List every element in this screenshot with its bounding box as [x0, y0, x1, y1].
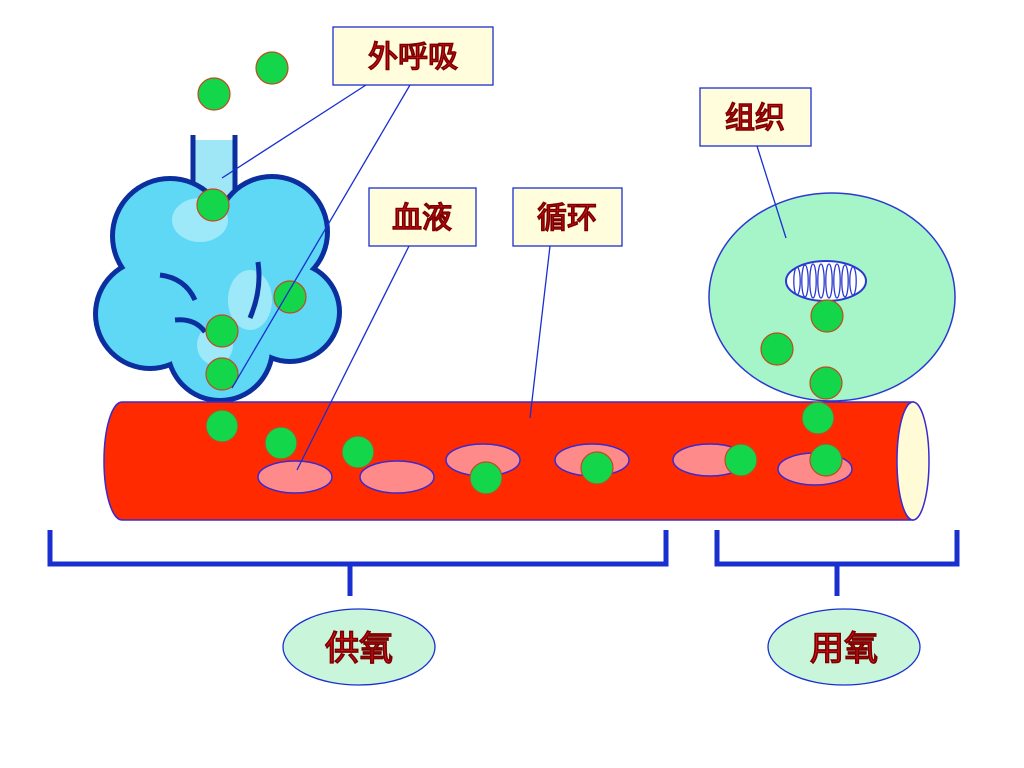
oxygen-molecule [809, 443, 843, 477]
label-oxygen-supply-text: 供氧 [324, 629, 393, 669]
leader-line-blood [296, 245, 410, 471]
label-oxygen-use: 用氧 [767, 608, 921, 686]
leader-lines [221, 84, 787, 471]
leader-line-tissue [756, 145, 787, 239]
label-external-respiration-text: 外呼吸 [368, 40, 458, 75]
oxygen-molecule [809, 366, 843, 400]
leader-line-external-respiration-trachea [221, 84, 367, 179]
leader-line-circulation [529, 245, 551, 419]
label-external-respiration: 外呼吸 [332, 26, 494, 86]
lung-division-lines [159, 261, 262, 334]
oxygen-molecule [197, 77, 231, 111]
bracket-use [714, 530, 960, 596]
oxygen-molecule [810, 299, 844, 333]
leader-line-external-respiration-alveolus [231, 84, 411, 389]
label-tissue-text: 组织 [725, 101, 785, 136]
oxygen-molecule [580, 451, 614, 485]
vessel-left-end [103, 401, 123, 521]
oxygen-molecule [724, 443, 758, 477]
label-circulation: 循环 [512, 187, 623, 247]
oxygen-molecule [469, 461, 503, 495]
label-tissue: 组织 [699, 87, 812, 147]
label-blood: 血液 [368, 187, 477, 247]
oxygen-molecule [196, 188, 230, 222]
oxygen-molecule [264, 426, 298, 460]
mitochondrion-cristae [793, 263, 857, 299]
oxygen-molecule [760, 332, 794, 366]
label-oxygen-use-text: 用氧 [810, 629, 878, 669]
oxygen-molecule [205, 409, 239, 443]
oxygen-molecule [255, 51, 289, 85]
oxygen-molecule [801, 401, 835, 435]
oxygen-molecule [273, 280, 307, 314]
label-circulation-text: 循环 [537, 201, 597, 236]
bracket-supply [47, 530, 669, 596]
oxygen-molecule [341, 435, 375, 469]
oxygen-molecules [196, 51, 844, 495]
red-blood-cell [257, 460, 333, 494]
vessel-right-opening [896, 401, 930, 521]
label-blood-text: 血液 [392, 201, 452, 236]
oxygen-molecule [205, 314, 239, 348]
oxygen-molecule [205, 357, 239, 391]
label-oxygen-supply: 供氧 [282, 608, 436, 686]
blood-vessel [103, 401, 930, 521]
red-blood-cell [359, 460, 435, 494]
